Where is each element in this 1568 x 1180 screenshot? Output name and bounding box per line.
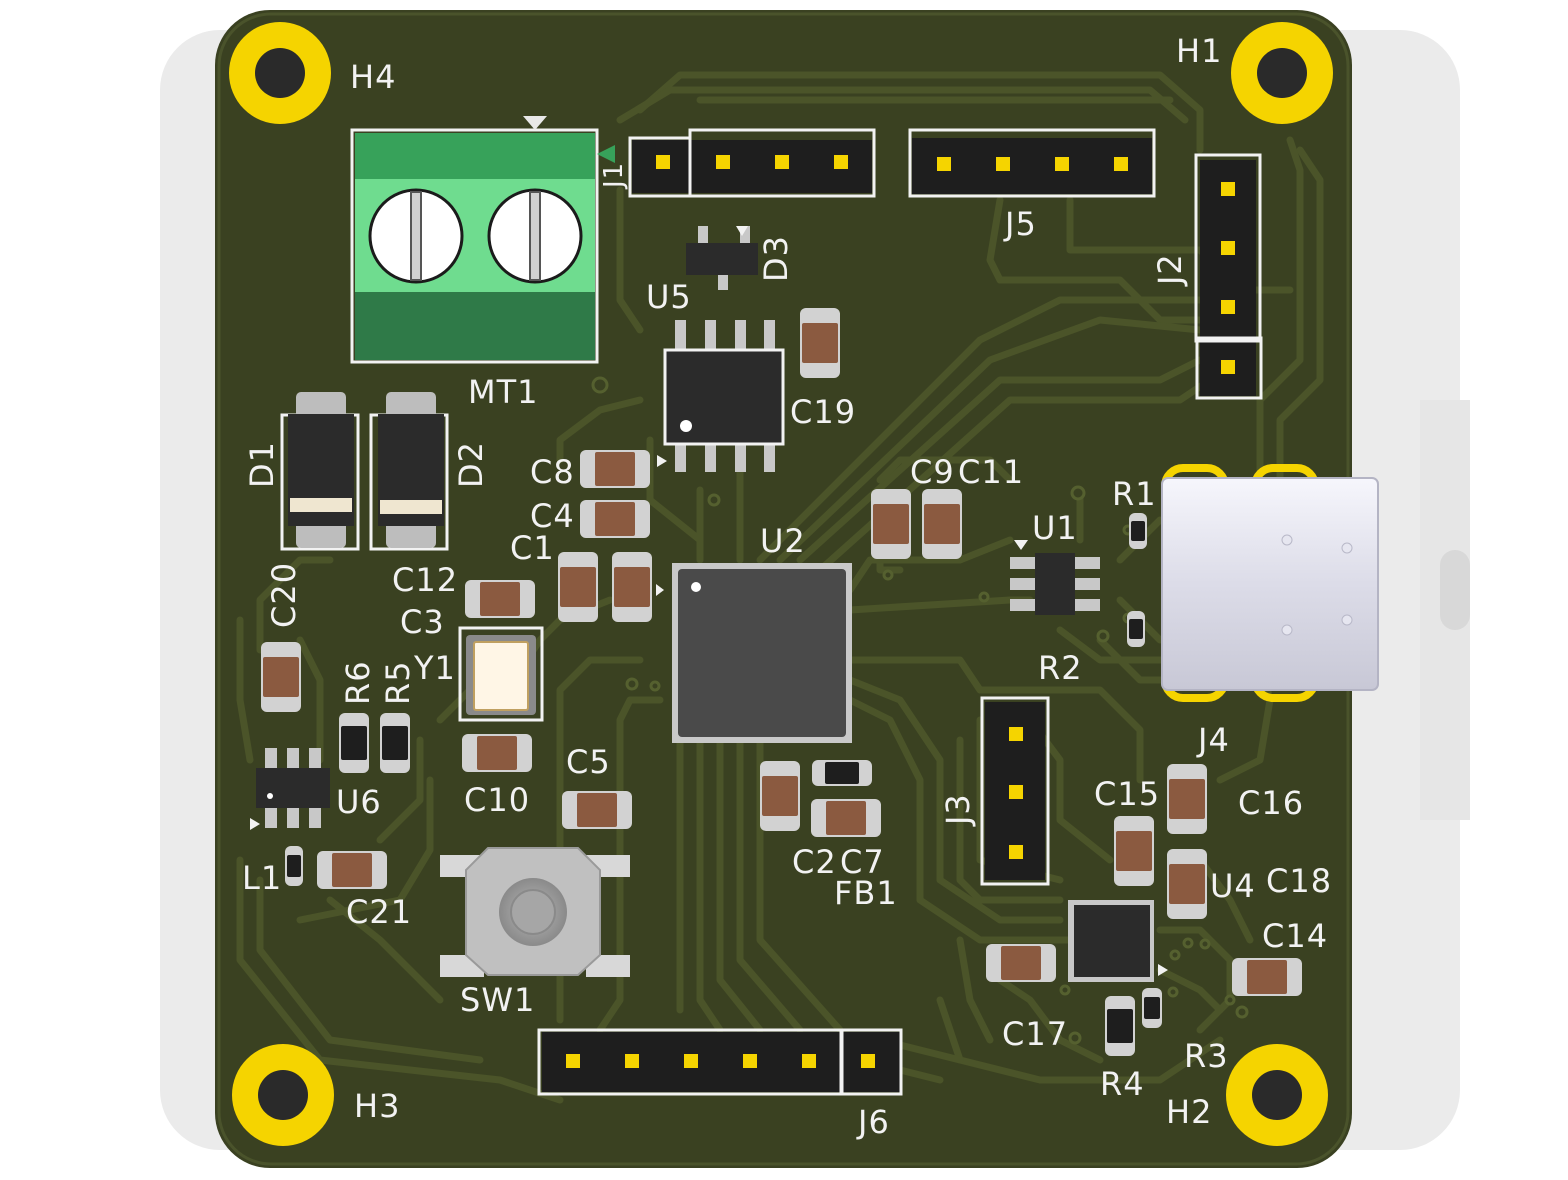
- ic-u6: [250, 748, 330, 830]
- label-j6: J6: [858, 1103, 890, 1141]
- ic-u1: [1010, 540, 1100, 615]
- cap-c15: [1114, 816, 1154, 886]
- label-c14: C14: [1262, 917, 1329, 955]
- label-sw1: SW1: [460, 981, 536, 1019]
- cap-c14: [1232, 958, 1302, 996]
- cap-c18: [1167, 849, 1207, 919]
- cap-c19: [800, 308, 840, 378]
- passive-components: [261, 308, 1302, 1056]
- label-c10: C10: [464, 781, 531, 819]
- label-c16: C16: [1238, 784, 1305, 822]
- label-c2: C2: [792, 843, 837, 881]
- label-r5: R5: [379, 660, 417, 705]
- cap-c12: [465, 580, 535, 618]
- terminal-block-mt1: [350, 116, 599, 364]
- crystal-y1: [458, 626, 544, 722]
- cap-c1b: [612, 552, 652, 622]
- switch-sw1: [440, 847, 630, 977]
- label-d1: D1: [243, 441, 281, 488]
- label-r6: R6: [339, 660, 377, 705]
- label-c12: C12: [392, 561, 459, 599]
- header-j2: [1194, 153, 1263, 400]
- label-j1: J1: [599, 161, 629, 188]
- header-j1: [597, 128, 876, 198]
- label-l1: L1: [242, 859, 283, 897]
- label-h2: H2: [1166, 1093, 1213, 1131]
- label-r1: R1: [1112, 475, 1157, 513]
- cap-c8: [580, 450, 650, 488]
- cap-c21: [317, 851, 387, 889]
- label-r3: R3: [1184, 1037, 1229, 1075]
- cap-c16: [1167, 764, 1207, 834]
- label-h3: H3: [354, 1087, 401, 1125]
- ind-l1: [285, 846, 303, 886]
- res-r2: [1127, 611, 1145, 647]
- fb-fb1: [812, 760, 872, 786]
- label-fb1: FB1: [834, 874, 898, 912]
- cap-c10: [462, 734, 532, 772]
- label-h1: H1: [1176, 32, 1223, 70]
- res-r3: [1142, 988, 1162, 1028]
- res-r5: [380, 713, 410, 773]
- cap-c4: [580, 500, 650, 538]
- label-c17: C17: [1002, 1015, 1069, 1053]
- label-r4: R4: [1100, 1065, 1145, 1103]
- cap-c20: [261, 642, 301, 712]
- label-c1: C1: [510, 529, 555, 567]
- header-j5: [908, 128, 1156, 198]
- label-c3: C3: [400, 603, 445, 641]
- cap-c1: [558, 552, 598, 622]
- label-u1: U1: [1032, 509, 1078, 547]
- res-r1: [1129, 513, 1147, 549]
- ic-u2-mcu: [656, 563, 852, 743]
- label-j2: J2: [1151, 253, 1189, 285]
- ic-u5: [657, 320, 785, 472]
- label-c20: C20: [265, 561, 303, 628]
- label-u6: U6: [336, 783, 382, 821]
- cap-c17: [986, 944, 1056, 982]
- label-c8: C8: [530, 453, 575, 491]
- label-u5: U5: [646, 278, 692, 316]
- res-r4: [1105, 996, 1135, 1056]
- label-c11: C11: [958, 453, 1025, 491]
- label-c4: C4: [530, 497, 575, 535]
- label-c7: C7: [840, 843, 885, 881]
- cap-c7: [811, 799, 881, 837]
- label-d2: D2: [452, 441, 490, 488]
- header-j6: [537, 1028, 903, 1096]
- label-u2: U2: [760, 522, 806, 560]
- label-c9: C9: [910, 453, 955, 491]
- label-r2: R2: [1038, 649, 1083, 687]
- label-c5: C5: [566, 743, 611, 781]
- label-y1: Y1: [414, 649, 456, 687]
- label-d3: D3: [757, 235, 795, 282]
- label-c15: C15: [1094, 775, 1161, 813]
- label-h4: H4: [350, 58, 397, 96]
- copper-traces: [236, 71, 1324, 1104]
- label-c21: C21: [346, 893, 413, 931]
- usb-connector-j4: [1161, 464, 1379, 702]
- diode-d1: [280, 392, 360, 551]
- cap-c5: [562, 791, 632, 829]
- cap-c2: [760, 761, 800, 831]
- header-j3: [980, 696, 1050, 886]
- diode-d2: [369, 392, 449, 551]
- label-j5: J5: [1005, 205, 1037, 243]
- label-u4: U4: [1210, 867, 1256, 905]
- label-c19: C19: [790, 393, 857, 431]
- ic-u4: [1068, 900, 1168, 982]
- label-mt1: MT1: [468, 373, 539, 411]
- cap-c11: [922, 489, 962, 559]
- label-j4: J4: [1198, 721, 1230, 759]
- cap-c9: [871, 489, 911, 559]
- label-j3: J3: [939, 793, 977, 825]
- diode-d3: [686, 226, 758, 290]
- label-c18: C18: [1266, 862, 1333, 900]
- mounting-holes: [229, 22, 1333, 1146]
- res-r6: [339, 713, 369, 773]
